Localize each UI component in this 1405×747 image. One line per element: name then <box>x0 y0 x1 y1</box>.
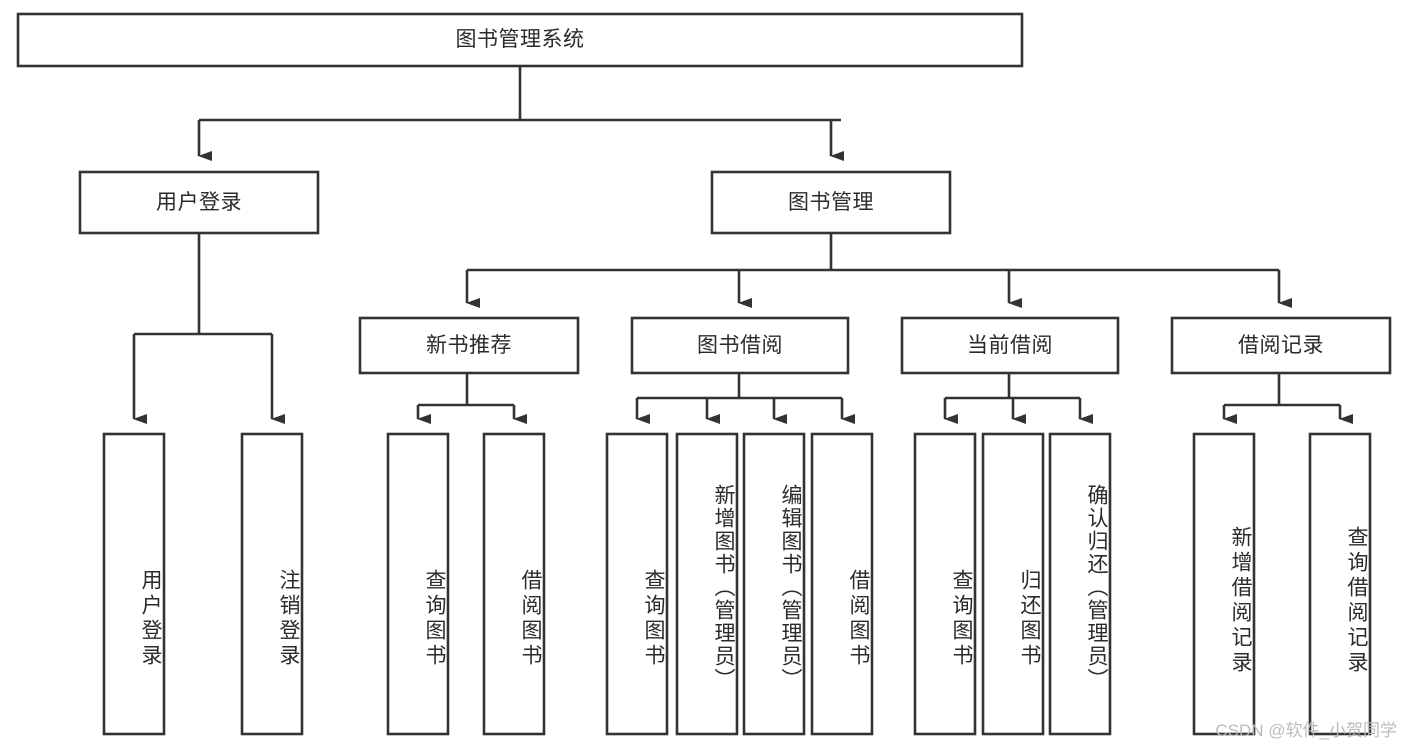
node-box-root[interactable] <box>16 12 1024 68</box>
node-box-user-login[interactable] <box>78 170 320 235</box>
node-box-leaf-edit-book[interactable] <box>742 432 806 736</box>
node-box-borrow-record[interactable] <box>1170 316 1392 375</box>
node-box-book-borrow[interactable] <box>630 316 850 375</box>
node-box-leaf-user-login[interactable] <box>102 432 166 736</box>
node-box-leaf-borrow-book-1[interactable] <box>482 432 546 736</box>
node-box-leaf-confirm-return[interactable] <box>1048 432 1112 736</box>
node-box-book-manage[interactable] <box>710 170 952 235</box>
node-box-current-borrow[interactable] <box>900 316 1120 375</box>
node-box-leaf-query-book-1[interactable] <box>386 432 450 736</box>
node-box-leaf-query-book-3[interactable] <box>913 432 977 736</box>
node-box-leaf-return-book[interactable] <box>981 432 1045 736</box>
node-box-leaf-query-record[interactable] <box>1308 432 1372 736</box>
node-box-leaf-add-record[interactable] <box>1192 432 1256 736</box>
node-box-leaf-logout[interactable] <box>240 432 304 736</box>
node-box-leaf-query-book-2[interactable] <box>605 432 669 736</box>
node-box-leaf-add-book[interactable] <box>675 432 739 736</box>
node-box-new-book-recommend[interactable] <box>358 316 580 375</box>
csdn-watermark: CSDN @软件_小贺同学 <box>1215 721 1397 740</box>
node-box-leaf-borrow-book-2[interactable] <box>810 432 874 736</box>
